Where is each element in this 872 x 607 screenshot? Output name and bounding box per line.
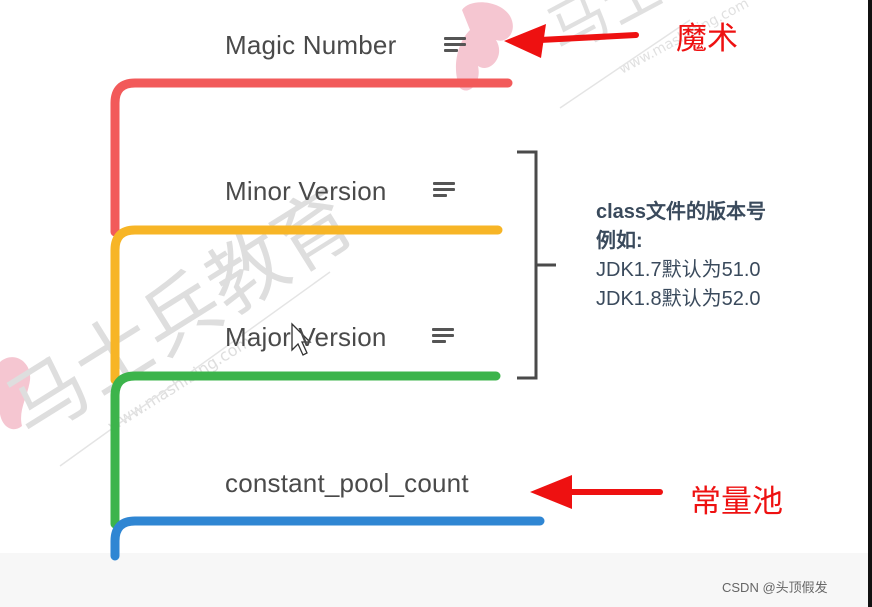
- callout-constant-pool: 常量池: [690, 484, 783, 520]
- node-minor-version: Minor Version: [225, 176, 387, 206]
- node-constant-pool-count: constant_pool_count: [225, 468, 469, 498]
- watermark-logo-top: [455, 2, 513, 91]
- tree-trunk: [110, 78, 545, 561]
- version-bracket: [517, 150, 556, 380]
- arrow-pool: [530, 475, 663, 509]
- menu-lines-icon: [444, 37, 466, 53]
- menu-lines-icon: [432, 328, 454, 344]
- menu-lines-icon: [433, 182, 455, 198]
- branch-minor-version: [110, 225, 503, 385]
- version-note: class文件的版本号 例如: JDK1.7默认为51.0 JDK1.8默认为5…: [596, 198, 766, 314]
- watermark-brand-middle: 马士兵教育: [0, 173, 371, 456]
- node-major-version: Major Version: [225, 322, 387, 352]
- watermark-logo-left: [0, 357, 31, 430]
- callout-magic: 魔术: [676, 21, 738, 57]
- arrow-magic: [504, 24, 639, 58]
- branch-magic-number: [110, 78, 513, 237]
- note-title: class文件的版本号: [596, 201, 767, 223]
- branch-major-version: [110, 371, 501, 529]
- mouse-cursor-icon: [291, 322, 312, 356]
- branch-constant-pool-count: [110, 516, 545, 561]
- note-jdk17: JDK1.7默认为51.0: [596, 259, 761, 281]
- note-example-label: 例如:: [596, 230, 643, 252]
- bottom-margin: [0, 553, 868, 607]
- node-magic-number: Magic Number: [225, 30, 397, 60]
- csdn-credit: CSDN @头顶假发: [722, 580, 828, 595]
- note-jdk18: JDK1.8默认为52.0: [596, 288, 761, 310]
- right-edge: [868, 0, 872, 607]
